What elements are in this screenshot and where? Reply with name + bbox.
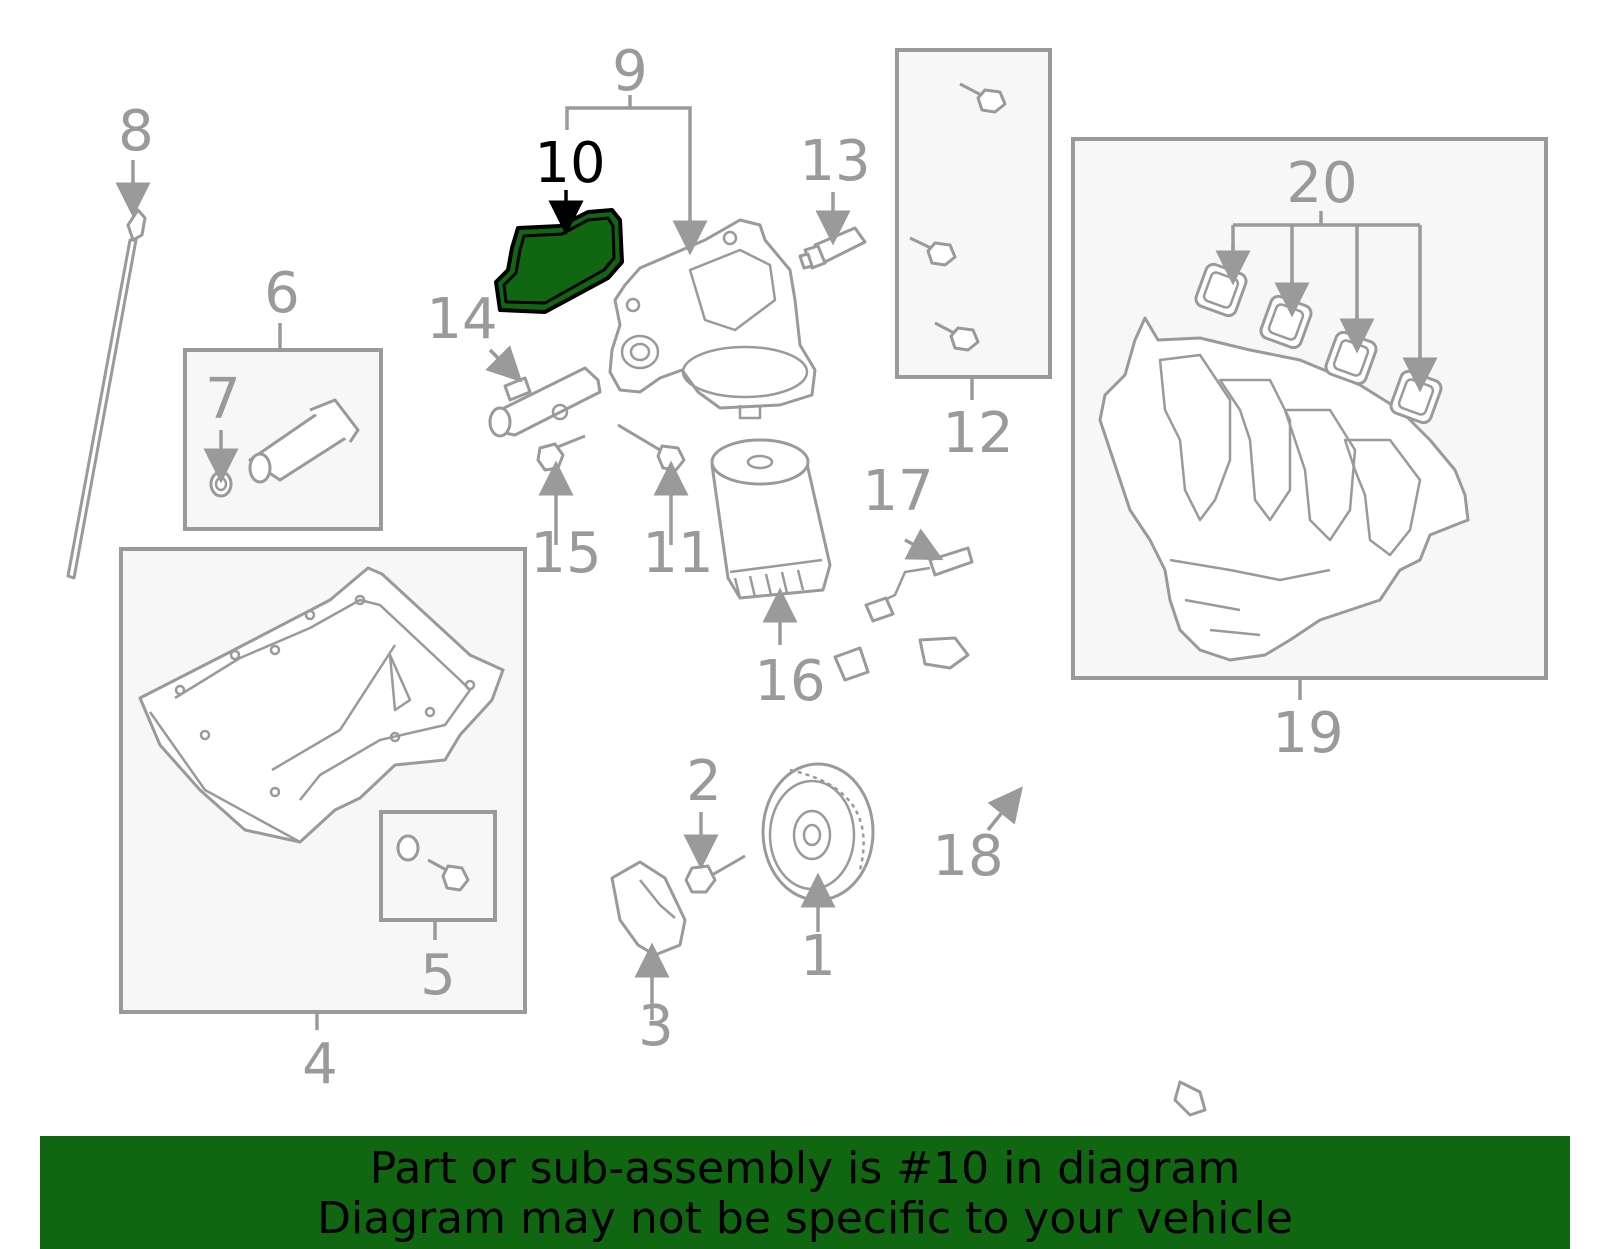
callout-5[interactable]: 5 bbox=[420, 943, 456, 1008]
oil-filter-part-16[interactable] bbox=[710, 438, 832, 600]
banner-line-1: Part or sub-assembly is #10 in diagram bbox=[369, 1143, 1241, 1194]
oil-filter-adapter-part[interactable] bbox=[608, 218, 817, 420]
callout-8[interactable]: 8 bbox=[118, 99, 154, 164]
oil-pan-part-4[interactable] bbox=[138, 566, 505, 844]
washer-part-7[interactable] bbox=[209, 470, 233, 498]
callout-18[interactable]: 18 bbox=[932, 824, 1003, 889]
sensor-part-13[interactable] bbox=[798, 226, 867, 270]
bolt-set-part-12[interactable] bbox=[909, 82, 1007, 352]
callout-4[interactable]: 4 bbox=[302, 1032, 338, 1097]
harness-part-18[interactable] bbox=[833, 636, 1207, 1117]
callout-19[interactable]: 19 bbox=[1272, 701, 1343, 766]
banner-line-2: Diagram may not be specific to your vehi… bbox=[317, 1193, 1293, 1244]
bracket-part-3[interactable] bbox=[610, 860, 687, 957]
callout-10[interactable]: 10 bbox=[534, 131, 605, 196]
callout-11[interactable]: 11 bbox=[642, 521, 713, 586]
box-group-12 bbox=[895, 48, 1052, 379]
callout-16[interactable]: 16 bbox=[754, 649, 825, 714]
callout-6[interactable]: 6 bbox=[264, 261, 300, 326]
callout-12[interactable]: 12 bbox=[942, 401, 1013, 466]
leader-lines bbox=[115, 95, 1438, 1030]
gasket-part-10-highlighted[interactable] bbox=[494, 208, 624, 314]
drain-plug-part-5[interactable] bbox=[396, 834, 470, 892]
callout-labels: 1 2 3 4 5 6 7 8 9 10 11 12 13 14 15 16 1… bbox=[118, 39, 1357, 1097]
callout-13[interactable]: 13 bbox=[799, 129, 870, 194]
callout-2[interactable]: 2 bbox=[686, 749, 722, 814]
sensor-part-17[interactable] bbox=[864, 546, 974, 623]
callout-14[interactable]: 14 bbox=[426, 287, 497, 352]
dipstick-part[interactable] bbox=[66, 208, 147, 580]
bolt-part-15[interactable] bbox=[536, 434, 586, 472]
callout-3[interactable]: 3 bbox=[638, 994, 674, 1059]
info-banner: Part or sub-assembly is #10 in diagram D… bbox=[40, 1136, 1570, 1249]
callout-7[interactable]: 7 bbox=[205, 367, 241, 432]
callout-15[interactable]: 15 bbox=[530, 521, 601, 586]
bolt-part-2[interactable] bbox=[684, 854, 746, 894]
breather-part-6[interactable] bbox=[248, 398, 360, 484]
pulley-part-1[interactable] bbox=[761, 762, 875, 902]
callout-9[interactable]: 9 bbox=[612, 39, 648, 104]
callout-20[interactable]: 20 bbox=[1286, 151, 1357, 216]
solenoid-part-14[interactable] bbox=[488, 366, 602, 438]
bolt-part-11[interactable] bbox=[617, 423, 686, 472]
callout-17[interactable]: 17 bbox=[862, 459, 933, 524]
callout-1[interactable]: 1 bbox=[800, 924, 836, 989]
